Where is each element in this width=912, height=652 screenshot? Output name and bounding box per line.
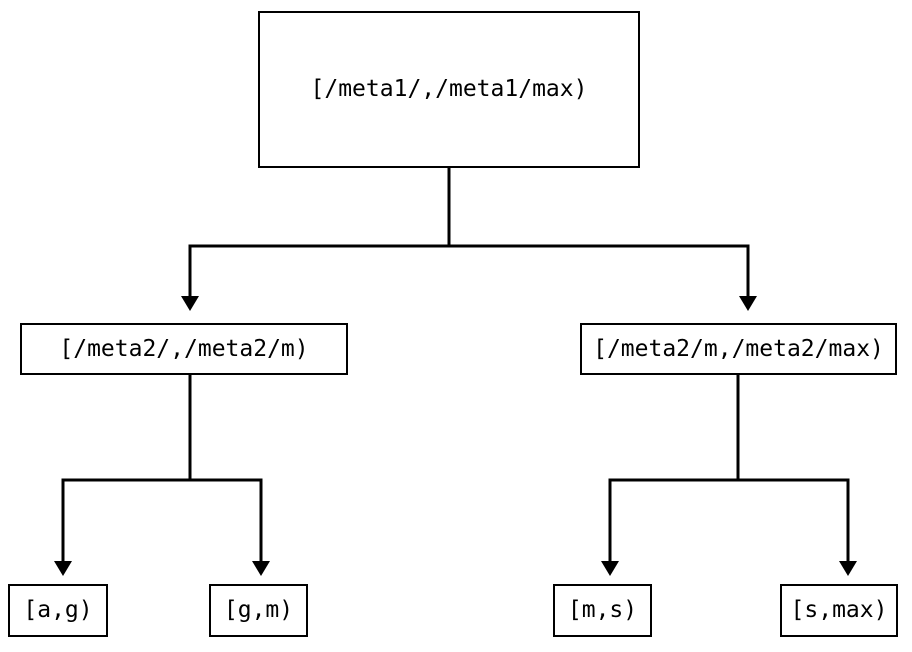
edge-midleft-to-leaf1 [54,375,192,576]
node-leaf-g-m[interactable]: [g,m) [209,584,308,637]
edge-root-to-mid-right [449,244,757,311]
node-mid-right[interactable]: [/meta2/m,/meta2/max) [580,323,897,375]
arrowhead-midright-leaf3 [601,561,619,576]
node-mid-left-label: [/meta2/,/meta2/m) [59,335,309,362]
arrowhead-root-left [181,296,199,311]
arrowhead-midleft-leaf1 [54,561,72,576]
edge-line-midright-leaf3 [608,375,740,561]
node-leaf-a-g-label: [a,g) [23,597,93,623]
node-leaf-g-m-label: [g,m) [223,597,294,623]
node-leaf-s-max-label: [s,max) [790,597,888,623]
edge-line-root-left [188,168,451,296]
edge-midright-to-leaf4 [738,478,857,576]
edge-midright-to-leaf3 [601,375,740,576]
edge-line-root-right [449,244,750,296]
edge-line-midleft-leaf2 [190,478,263,561]
node-mid-right-label: [/meta2/m,/meta2/max) [593,335,884,362]
node-leaf-m-s-label: [m,s) [567,597,638,623]
edge-midleft-to-leaf2 [190,478,270,576]
node-leaf-m-s[interactable]: [m,s) [553,584,652,637]
edge-root-to-mid-left [181,168,451,311]
arrowhead-midleft-leaf2 [252,561,270,576]
arrowhead-midright-leaf4 [839,561,857,576]
node-root[interactable]: [/meta1/,/meta1/max) [258,11,640,168]
edge-line-midleft-leaf1 [61,375,192,561]
node-leaf-s-max[interactable]: [s,max) [780,584,898,637]
node-leaf-a-g[interactable]: [a,g) [8,584,108,637]
edge-line-midright-leaf4 [738,478,850,561]
node-mid-left[interactable]: [/meta2/,/meta2/m) [20,323,348,375]
arrowhead-root-right [739,296,757,311]
node-root-label: [/meta1/,/meta1/max) [310,76,588,102]
